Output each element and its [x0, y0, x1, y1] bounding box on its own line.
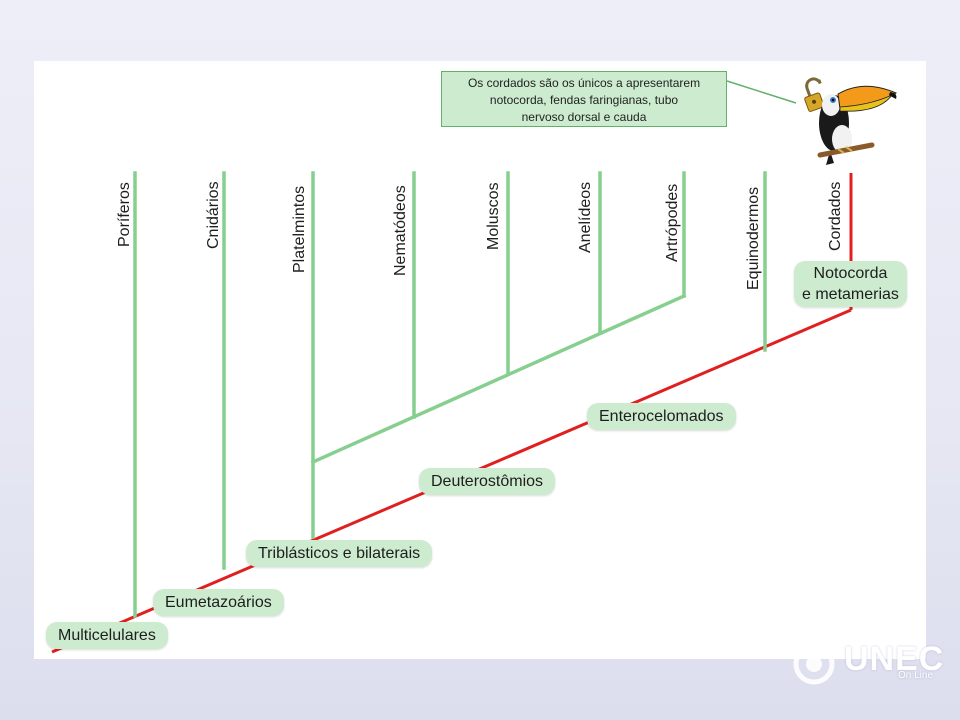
- node-notocorda-line1: Notocorda: [813, 265, 888, 282]
- callout-line-1: Os cordados são os únicos a apresentarem: [467, 76, 701, 90]
- taxon-moluscos: Moluscos: [485, 182, 502, 250]
- node-multicelulares: Multicelulares: [46, 622, 168, 649]
- node-notocorda-metamerias: Notocorda e metamerias: [794, 261, 907, 307]
- node-triblasticos-bilaterais: Triblásticos e bilaterais: [246, 540, 433, 567]
- taxon-artropodes: Artrópodes: [664, 183, 681, 262]
- taxon-poriferos: Poríferos: [116, 182, 133, 247]
- unec-logo-subtitle: On Line: [898, 670, 934, 681]
- unec-logo-mark: [793, 643, 835, 685]
- protostome-branch: [310, 293, 687, 465]
- node-enterocelomados: Enterocelomados: [587, 403, 736, 430]
- slide-canvas: Poríferos Cnidários Platelmintos Nematód…: [34, 61, 926, 659]
- cordados-callout: Os cordados são os únicos a apresentarem…: [441, 71, 727, 127]
- taxon-cordados: Cordados: [827, 181, 844, 251]
- taxon-nematodeos: Nematódeos: [392, 185, 409, 276]
- callout-line-3: nervoso dorsal e cauda: [521, 110, 647, 124]
- taxon-platelmintos: Platelmintos: [291, 185, 308, 273]
- callout-pointer: [726, 80, 797, 104]
- node-notocorda-line2: e metamerias: [802, 286, 899, 303]
- unec-logo-text: UNEC: [844, 640, 945, 678]
- phylogenetic-tree: [51, 80, 853, 654]
- callout-line-2: notocorda, fendas faringianas, tubo: [489, 93, 679, 107]
- taxon-anelideos: Anelídeos: [577, 181, 594, 253]
- taxon-cnidarios: Cnidários: [205, 181, 222, 249]
- node-eumetazoarios: Eumetazoários: [153, 589, 284, 616]
- taxon-equinodermos: Equinodermos: [745, 186, 762, 290]
- node-deuterostomios: Deuterostômios: [419, 468, 556, 495]
